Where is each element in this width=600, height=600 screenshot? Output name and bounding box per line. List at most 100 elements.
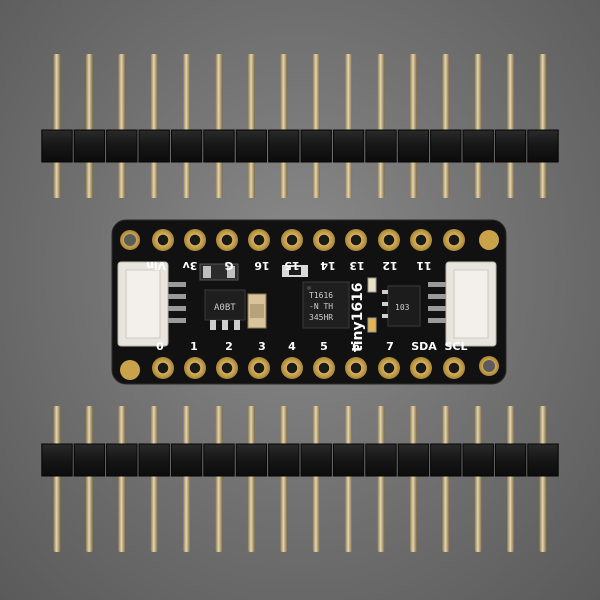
header-pin bbox=[442, 406, 450, 552]
pin-label: 4 bbox=[288, 340, 296, 353]
header-pin bbox=[507, 54, 515, 198]
header-pin bbox=[507, 406, 515, 552]
header-block bbox=[527, 129, 559, 163]
pin-label: 7 bbox=[386, 340, 394, 353]
solder-pad bbox=[184, 229, 206, 251]
header-block bbox=[365, 129, 397, 163]
header-pin bbox=[85, 406, 93, 552]
header-pin bbox=[377, 54, 385, 198]
pin-label: 5 bbox=[320, 340, 328, 353]
header-block bbox=[170, 443, 203, 477]
solder-pad bbox=[410, 357, 432, 379]
solder-pad bbox=[345, 357, 367, 379]
header-block bbox=[397, 443, 430, 477]
pin-label: 15 bbox=[284, 259, 299, 272]
header-block bbox=[397, 129, 430, 163]
header-block bbox=[430, 129, 462, 163]
solder-pad bbox=[313, 357, 335, 379]
header-pin bbox=[53, 406, 61, 552]
pin-label: 2 bbox=[225, 340, 233, 353]
solder-pad bbox=[443, 229, 465, 251]
bottom-pad-row bbox=[152, 357, 465, 379]
pin-label: 12 bbox=[382, 259, 397, 272]
header-block bbox=[170, 129, 203, 163]
header-pin bbox=[85, 54, 93, 198]
header-pin bbox=[150, 406, 158, 552]
header-pin bbox=[345, 54, 353, 198]
header-pin bbox=[377, 406, 385, 552]
header-block bbox=[300, 443, 332, 477]
header-pin bbox=[539, 406, 547, 552]
header-block bbox=[41, 443, 73, 477]
header-block bbox=[106, 443, 138, 477]
header-pin bbox=[150, 54, 158, 198]
solder-pad bbox=[378, 357, 400, 379]
header-block bbox=[462, 129, 494, 163]
header-block bbox=[365, 443, 397, 477]
header-block bbox=[494, 129, 527, 163]
header-pin bbox=[118, 54, 126, 198]
pin-label: 13 bbox=[349, 259, 364, 272]
pin-label: 0 bbox=[156, 340, 164, 353]
left-stemma-connector bbox=[117, 261, 186, 347]
header-pin bbox=[183, 54, 191, 198]
secondary-ic: 103 bbox=[382, 285, 421, 327]
solder-pad bbox=[410, 229, 432, 251]
header-block bbox=[235, 443, 268, 477]
header-pin bbox=[118, 406, 126, 552]
pin-label: 14 bbox=[320, 259, 336, 272]
header-block bbox=[332, 443, 365, 477]
mounting-hole bbox=[479, 230, 499, 250]
header-pin bbox=[474, 54, 482, 198]
board-name: tiny1616 bbox=[350, 282, 366, 352]
solder-pad bbox=[281, 357, 303, 379]
pin-label: 16 bbox=[254, 259, 270, 272]
solder-pad bbox=[248, 357, 270, 379]
header-block bbox=[41, 129, 73, 163]
header-pin bbox=[539, 54, 547, 198]
chip-marking-line-3: 345HR bbox=[309, 313, 333, 322]
header-pin bbox=[183, 406, 191, 552]
header-pin bbox=[247, 406, 255, 552]
solder-pad bbox=[443, 357, 465, 379]
header-pin bbox=[280, 54, 288, 198]
pin-label: 1 bbox=[190, 340, 198, 353]
pin-label: G bbox=[224, 259, 233, 272]
pin-label: 3v bbox=[182, 259, 198, 272]
bottom-pin-header bbox=[41, 406, 559, 552]
header-block bbox=[106, 129, 138, 163]
header-block bbox=[203, 129, 235, 163]
microcontroller-chip: T1616 -N TH 345HR bbox=[302, 281, 350, 329]
solder-pad bbox=[281, 229, 303, 251]
header-block bbox=[332, 129, 365, 163]
header-block bbox=[73, 129, 106, 163]
pin-label: 6 bbox=[352, 340, 360, 353]
pin-label: Vin bbox=[146, 259, 166, 272]
header-block bbox=[73, 443, 106, 477]
header-pin bbox=[345, 406, 353, 552]
header-block bbox=[138, 443, 170, 477]
solder-pad bbox=[152, 229, 174, 251]
right-stemma-connector bbox=[428, 261, 497, 347]
header-pin bbox=[409, 54, 417, 198]
header-pin bbox=[409, 406, 417, 552]
header-block bbox=[430, 443, 462, 477]
top-pin-header bbox=[41, 54, 559, 198]
pin-label: SDA bbox=[411, 340, 437, 353]
header-pin bbox=[312, 54, 320, 198]
header-block bbox=[138, 129, 170, 163]
solder-pad bbox=[378, 229, 400, 251]
header-pin bbox=[247, 54, 255, 198]
solder-pad bbox=[248, 229, 270, 251]
chip-marking-line-1: T1616 bbox=[309, 291, 333, 300]
header-block bbox=[300, 129, 332, 163]
solder-pad bbox=[152, 357, 174, 379]
ic-marking: 103 bbox=[395, 303, 410, 312]
header-block bbox=[462, 443, 494, 477]
status-led bbox=[367, 277, 377, 293]
solder-pad bbox=[184, 357, 206, 379]
pin-label: 3 bbox=[258, 340, 266, 353]
header-block bbox=[527, 443, 559, 477]
